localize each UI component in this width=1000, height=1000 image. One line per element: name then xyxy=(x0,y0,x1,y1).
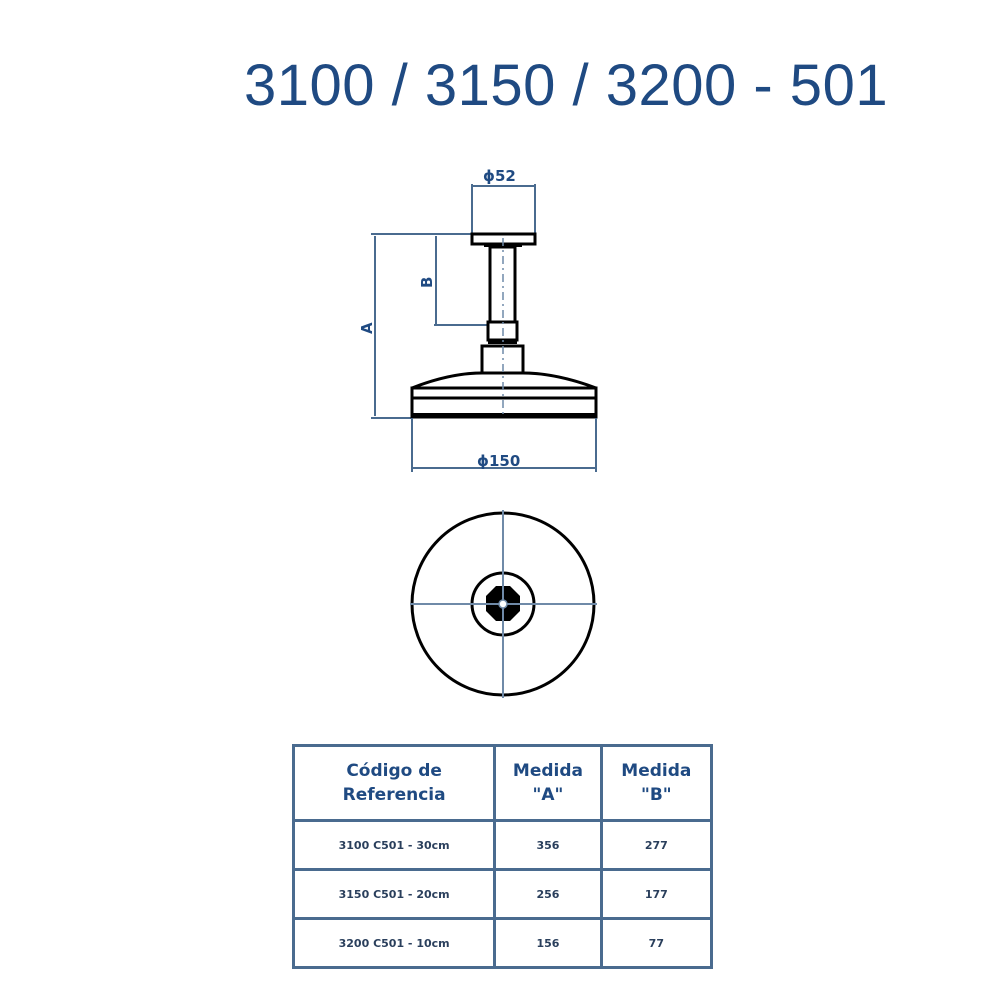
header-a: Medida"A" xyxy=(493,744,603,822)
cell-a: 356 xyxy=(493,819,603,871)
cell-a: 256 xyxy=(493,868,603,920)
header-b: Medida"B" xyxy=(599,744,714,822)
center-hole xyxy=(498,599,508,609)
technical-drawing: ϕ52 A B xyxy=(358,167,598,698)
head-dome xyxy=(411,371,597,390)
table-row: 3150 C501 - 20cm 256 177 xyxy=(291,868,714,920)
dim-top-diameter xyxy=(471,184,536,236)
cell-a: 156 xyxy=(493,917,603,969)
cell-b: 177 xyxy=(599,868,714,920)
cell-code: 3100 C501 - 30cm xyxy=(291,819,497,871)
cell-code: 3150 C501 - 20cm xyxy=(291,868,497,920)
dim-bottom-diameter-label: ϕ150 xyxy=(477,452,520,470)
side-view: ϕ52 A B xyxy=(358,167,598,472)
dim-a-label: A xyxy=(358,322,376,334)
table-row: 3100 C501 - 30cm 356 277 xyxy=(291,819,714,871)
dim-b-label: B xyxy=(418,277,436,288)
dim-b xyxy=(434,236,490,326)
dim-bottom-diameter xyxy=(411,418,597,472)
arm-tube xyxy=(488,245,517,324)
table-row: 3200 C501 - 10cm 156 77 xyxy=(291,917,714,969)
dim-a xyxy=(371,233,472,419)
cell-code: 3200 C501 - 10cm xyxy=(291,917,497,969)
dim-top-diameter-label: ϕ52 xyxy=(483,167,516,185)
top-view xyxy=(410,510,597,698)
cell-b: 77 xyxy=(599,917,714,969)
cell-b: 277 xyxy=(599,819,714,871)
page-title: 3100 / 3150 / 3200 - 501 xyxy=(244,53,889,118)
head-body xyxy=(410,386,598,419)
